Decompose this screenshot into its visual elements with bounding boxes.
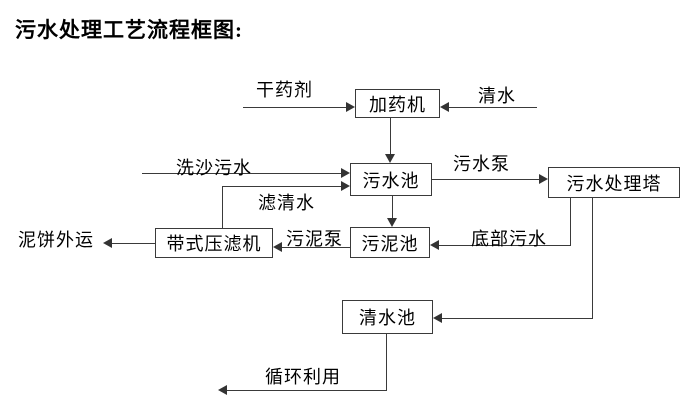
label-sewage-pump: 污水泵	[453, 154, 510, 174]
arrowhead-left-icon	[440, 102, 449, 112]
node-clean-water-pool: 清水池	[342, 300, 433, 334]
arrowhead-right-icon	[341, 168, 350, 178]
edge-dosing-to-sewage-line	[390, 118, 391, 154]
arrowhead-left-icon	[218, 385, 227, 395]
arrowhead-left-icon	[103, 238, 112, 248]
arrowhead-right-icon	[539, 174, 548, 184]
edge-dry-chemical-line	[243, 107, 346, 108]
label-recycling: 循环利用	[265, 367, 341, 387]
node-treatment-tower: 污水处理塔	[548, 167, 680, 198]
edge-bottom-sewage-vline	[570, 198, 571, 245]
edge-sewage-pump-line	[432, 179, 539, 180]
edge-sewage-to-sludge-line	[392, 196, 393, 218]
edge-sand-washing-line	[142, 173, 341, 174]
label-mud-cake-transport: 泥饼外运	[18, 230, 94, 250]
node-sewage-pool: 污水池	[350, 163, 432, 196]
label-clean-water: 清水	[478, 86, 516, 106]
arrowhead-right-icon	[346, 102, 355, 112]
edge-recycle-hline	[227, 390, 387, 391]
edge-bottom-sewage-hline	[439, 245, 571, 246]
node-sludge-pool: 污泥池	[350, 227, 430, 258]
label-filtered-water: 滤清水	[258, 193, 315, 213]
node-belt-filter-press: 带式压滤机	[155, 228, 273, 258]
edge-tower-to-clean-hline	[442, 318, 593, 319]
edge-clean-water-line	[449, 107, 537, 108]
label-sand-washing-sewage: 洗沙污水	[176, 158, 252, 178]
edge-tower-to-clean-vline	[592, 198, 593, 319]
edge-filtered-water-hline	[222, 186, 341, 187]
node-dosing-machine: 加药机	[355, 89, 440, 118]
arrowhead-down-icon	[385, 154, 395, 163]
diagram-title: 污水处理工艺流程框图:	[15, 18, 243, 42]
edge-recycle-vline	[386, 334, 387, 391]
edge-filtered-water-vline	[222, 186, 223, 228]
arrowhead-down-icon	[387, 218, 397, 227]
arrowhead-left-icon	[430, 240, 439, 250]
edge-mud-cake-line	[112, 243, 155, 244]
label-sludge-pump: 污泥泵	[286, 229, 343, 249]
arrowhead-right-icon	[341, 181, 350, 191]
label-dry-chemical: 干药剂	[256, 80, 313, 100]
label-bottom-sewage: 底部污水	[471, 229, 547, 249]
arrowhead-left-icon	[273, 242, 282, 252]
arrowhead-left-icon	[433, 313, 442, 323]
edge-sludge-pump-line	[282, 247, 350, 248]
